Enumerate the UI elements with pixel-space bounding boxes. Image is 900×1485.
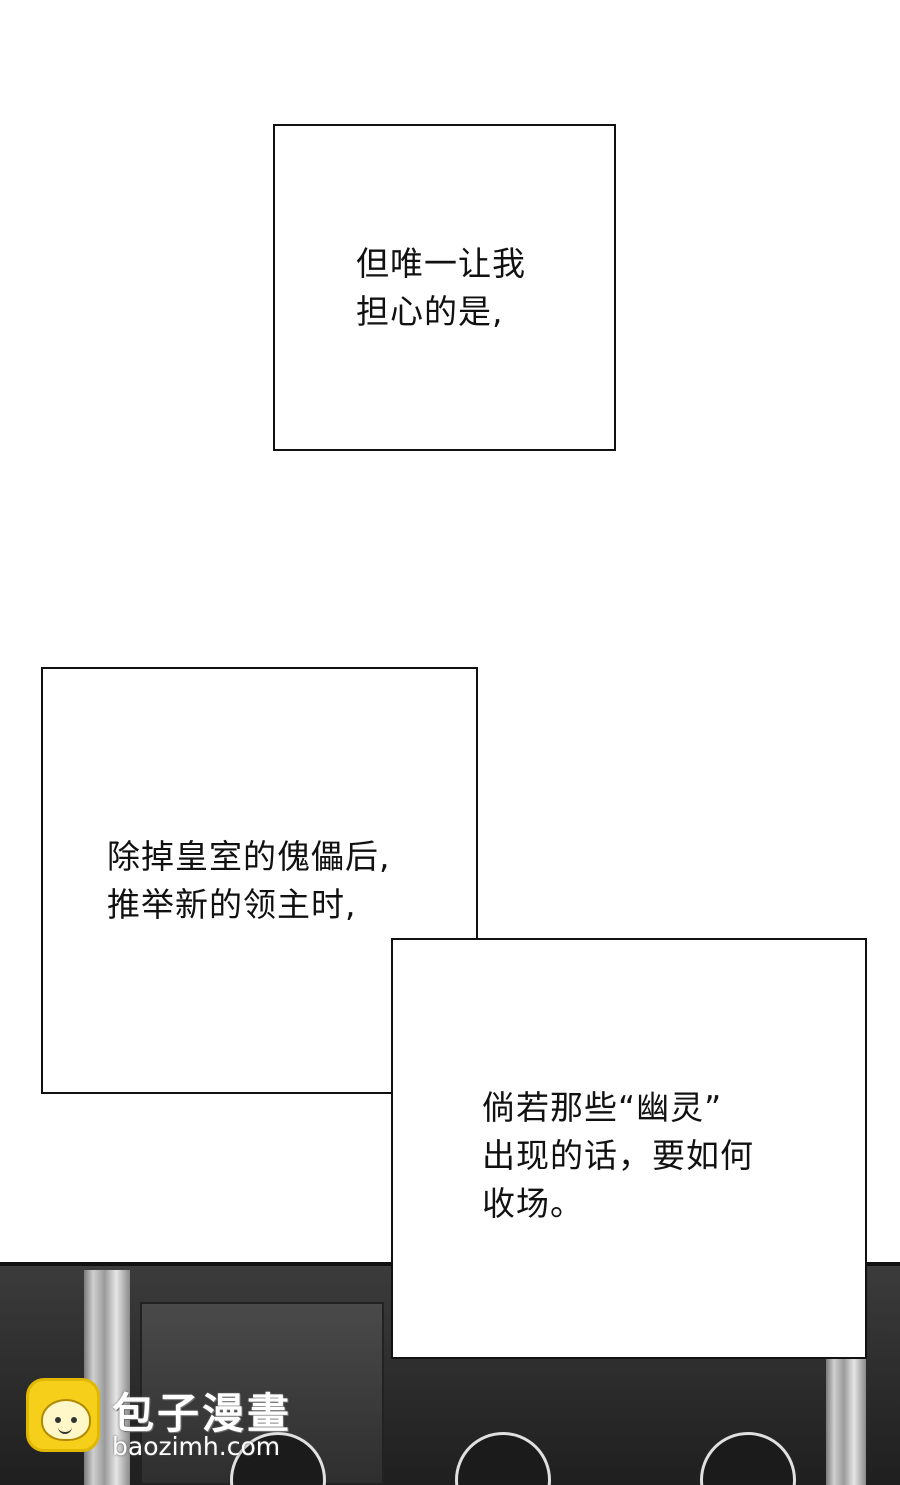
speech-box-join [393,940,478,1092]
bun-eye-right [71,1417,77,1423]
speech-box-3 [391,938,867,1359]
speech-box-2-edge [476,667,478,940]
steamed-bun-icon [26,1378,100,1452]
speech-box-1 [273,124,616,451]
watermark-title: 包子漫畫 [112,1389,293,1438]
artwork-figure-2 [455,1432,551,1485]
artwork-figure-3 [700,1432,796,1485]
dialog-text-1: 但唯一让我 担心的是, [356,244,526,331]
dialog-text-2: 除掉皇室的傀儡后, 推举新的领主时, [107,837,391,924]
dialog-text-3: 倘若那些“幽灵” 出现的话，要如何 收场。 [482,1088,754,1223]
bun-shape [41,1399,91,1441]
watermark-url: baozimh.com [112,1432,281,1461]
bun-mouth [58,1425,72,1434]
bun-eye-left [55,1417,61,1423]
watermark: 包子漫畫 baozimh.com [26,1378,326,1468]
